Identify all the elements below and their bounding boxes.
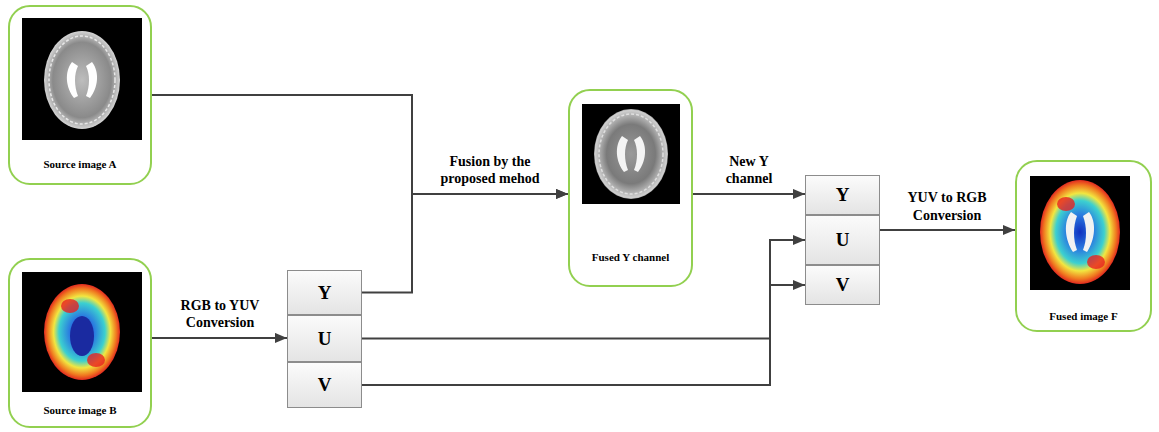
connector-arrow [152, 95, 568, 194]
channel-cell: V [287, 362, 362, 408]
image-card: Source image A [8, 5, 152, 185]
edge-label: Fusion by the proposed mehod [426, 153, 555, 188]
fused-y-image [582, 104, 680, 204]
channel-cell: V [805, 265, 880, 305]
channel-cell: Y [805, 175, 880, 215]
edge-label: New Y channel [710, 153, 789, 188]
connector-arrow [152, 337, 287, 339]
connector-arrow [362, 285, 805, 385]
channel-name: V [318, 374, 332, 396]
pet-image [22, 272, 142, 392]
channel-name: U [836, 229, 850, 251]
channel-name: Y [836, 184, 850, 206]
channel-cell: Y [287, 270, 362, 315]
image-caption: Source image B [43, 404, 116, 416]
channel-cell: U [805, 215, 880, 265]
channel-name: Y [318, 282, 332, 304]
image-card: Fused image F [1015, 160, 1152, 332]
image-caption: Fused image F [1049, 310, 1117, 322]
edge-label: RGB to YUV Conversion [168, 297, 272, 332]
mri-image [22, 18, 142, 140]
image-card: Source image B [8, 258, 152, 428]
connector-arrow [362, 240, 805, 339]
fused-color-image [1030, 176, 1130, 290]
channel-cell: U [287, 315, 362, 362]
channel-name: U [318, 328, 332, 350]
edge-label: YUV to RGB Conversion [895, 189, 999, 224]
channel-name: V [836, 274, 850, 296]
connector-arrow [693, 193, 805, 195]
connector-arrow [362, 194, 568, 293]
image-caption: Fused Y channel [592, 251, 669, 263]
image-caption: Source image A [43, 158, 116, 170]
image-card: Fused Y channel [568, 89, 693, 287]
connector-arrow [880, 229, 1015, 231]
